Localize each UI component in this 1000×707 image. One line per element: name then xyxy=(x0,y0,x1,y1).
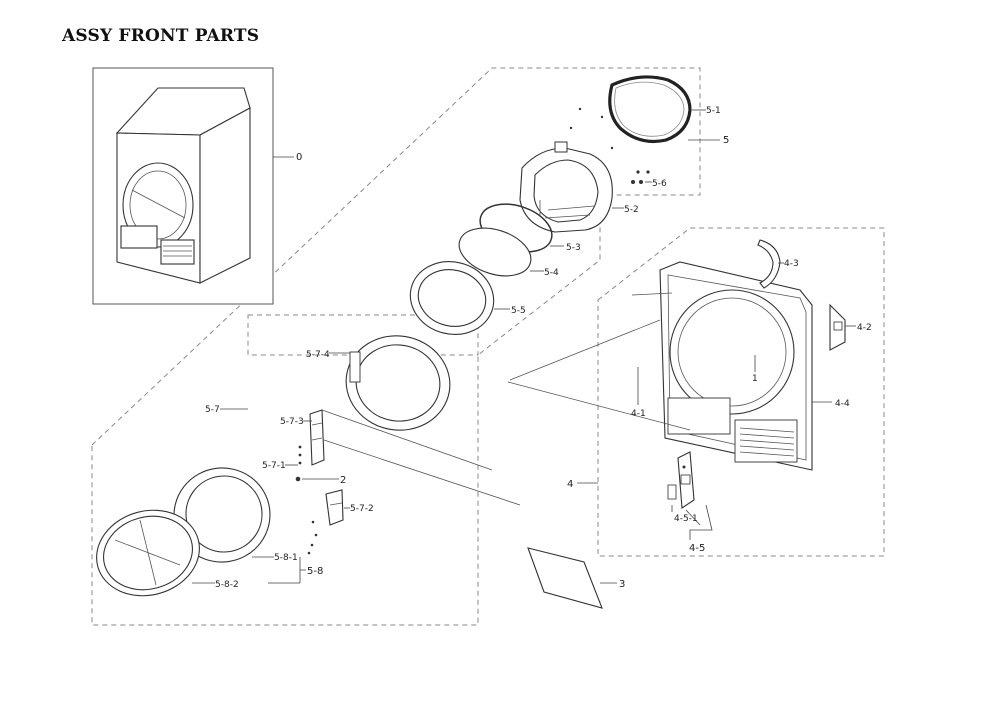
label-0: 0 xyxy=(296,152,302,163)
page-title: ASSY FRONT PARTS xyxy=(62,26,260,46)
label-5-2: 5-2 xyxy=(624,205,639,215)
label-5-7: 5-7 xyxy=(205,405,220,415)
part-2-screw xyxy=(295,476,301,482)
label-5: 5 xyxy=(723,135,729,146)
label-5-8-1: 5-8-1 xyxy=(274,553,298,563)
label-5-7-1: 5-7-1 xyxy=(262,461,286,471)
label-5-6: 5-6 xyxy=(652,179,667,189)
part-4-2-bracket xyxy=(829,303,846,351)
label-5-5: 5-5 xyxy=(511,306,526,316)
label-3: 3 xyxy=(619,579,625,590)
label-5-4: 5-4 xyxy=(544,268,559,278)
part-5-7-3-hinge xyxy=(309,409,325,466)
part-5-6-screws xyxy=(631,170,650,184)
part-4-4-front-panel xyxy=(659,261,813,471)
part-5-7-2-handle xyxy=(325,489,344,526)
group-5-boundary xyxy=(91,67,701,626)
label-5-8-2: 5-8-2 xyxy=(215,580,239,590)
label-4-5: 4-5 xyxy=(689,543,705,554)
label-5-8: 5-8 xyxy=(307,566,323,577)
label-4-4: 4-4 xyxy=(835,399,850,409)
part-4-5-switch xyxy=(667,451,695,509)
part-5-2-frame xyxy=(519,141,613,233)
label-4-3: 4-3 xyxy=(784,259,799,269)
label-4-2: 4-2 xyxy=(857,323,872,333)
label-4: 4 xyxy=(567,479,573,490)
group-4-boundary xyxy=(597,227,885,557)
label-2: 2 xyxy=(340,475,346,486)
part-5-7-1-screws xyxy=(298,445,302,465)
part-5-5-door-ring xyxy=(409,261,495,335)
part-screws-5-8 xyxy=(307,520,318,555)
part-5-7-4-door-frame xyxy=(345,335,451,431)
part-3-film xyxy=(527,547,603,609)
part-5-8-2-door-glass xyxy=(96,509,200,597)
label-1: 1 xyxy=(752,374,758,384)
label-4-5-1: 4-5-1 xyxy=(674,514,698,524)
part-5-1-gasket xyxy=(608,75,692,144)
part-screws-5-top xyxy=(569,107,614,150)
label-5-7-3: 5-7-3 xyxy=(280,417,304,427)
label-4-1: 4-1 xyxy=(631,409,646,419)
label-5-7-4: 5-7-4 xyxy=(306,350,330,360)
part-4-3-bracket xyxy=(757,239,781,289)
part-0-dryer xyxy=(115,87,251,284)
label-5-7-2: 5-7-2 xyxy=(350,504,374,514)
label-5-3: 5-3 xyxy=(566,243,581,253)
part-5-4-glass xyxy=(458,227,532,277)
label-5-1: 5-1 xyxy=(706,106,721,116)
